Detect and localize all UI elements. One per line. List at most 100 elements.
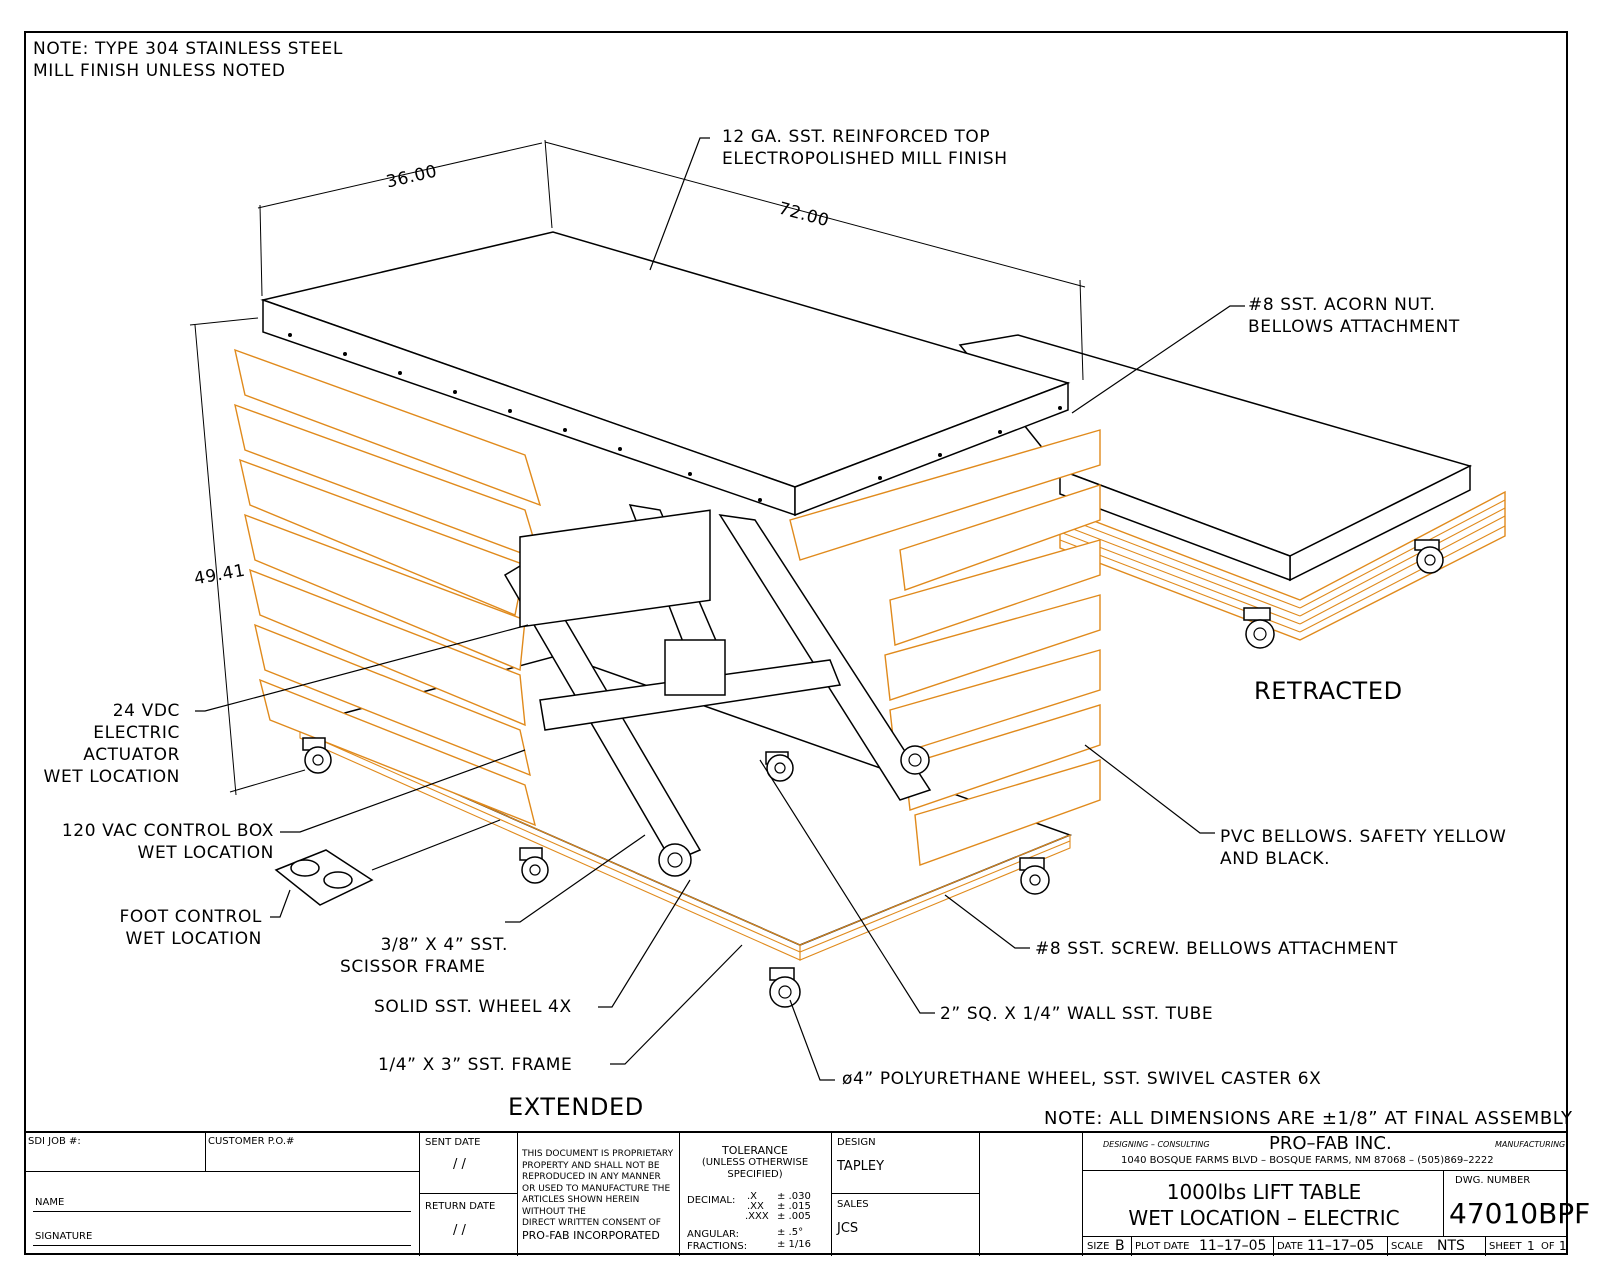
tb-tol-xx-val: ± .015 <box>777 1201 811 1212</box>
caster <box>769 967 801 1008</box>
tb-tolerance-sub1: (UNLESS OTHERWISE <box>701 1157 809 1168</box>
tb-job-cell: SDI JOB #: <box>25 1133 206 1172</box>
callout-acorn: #8 SST. ACORN NUT. BELLOWS ATTACHMENT <box>1248 294 1460 338</box>
retracted-caster <box>1414 539 1444 574</box>
tb-bottom-v3 <box>1387 1236 1388 1256</box>
callout-foot-line1: FOOT CONTROL <box>119 907 262 927</box>
tb-title-line2: WET LOCATION – ELECTRIC <box>1128 1206 1400 1230</box>
material-note-line1: NOTE: TYPE 304 STAINLESS STEEL <box>33 39 343 59</box>
tb-prop-line: PRO-FAB INCORPORATED <box>522 1228 660 1242</box>
callout-actuator-line4: WET LOCATION <box>43 767 180 787</box>
tb-prop-line: OR USED TO MANUFACTURE THE <box>522 1183 671 1194</box>
retracted-table <box>958 334 1506 649</box>
foot-control <box>274 819 501 906</box>
tb-signature-line <box>33 1245 411 1246</box>
title-block: SDI JOB #: CUSTOMER P.O.# NAME SIGNATURE… <box>25 1131 1590 1256</box>
dim-length: 72.00 <box>776 198 832 232</box>
tb-company-left: DESIGNING – CONSULTING <box>1103 1140 1210 1149</box>
dim-width: 36.00 <box>384 161 440 193</box>
callout-bellows: PVC BELLOWS. SAFETY YELLOW AND BLACK. <box>1220 826 1506 870</box>
tb-prop-line: ARTICLES SHOWN HEREIN WITHOUT THE <box>522 1195 640 1217</box>
tb-signature: SIGNATURE <box>35 1231 93 1242</box>
tb-sent-date: SENT DATE <box>425 1137 481 1148</box>
callout-caster: ø4” POLYURETHANE WHEEL, SST. SWIVEL CAST… <box>842 1069 1322 1089</box>
tb-tolerance: TOLERANCE (UNLESS OTHERWISE SPECIFIED) <box>681 1145 829 1181</box>
tb-scale-label: SCALE <box>1391 1241 1424 1252</box>
tb-company: PRO–FAB INC. <box>1269 1133 1392 1154</box>
tb-customer-po: CUSTOMER P.O.# <box>208 1136 295 1147</box>
callout-control-line1: 120 VAC CONTROL BOX <box>61 821 274 841</box>
tb-tol-xxx: .XXX <box>745 1211 769 1222</box>
dimension-lines <box>189 139 1086 796</box>
tb-prop-line: THIS DOCUMENT IS PROPRIETARY <box>522 1149 674 1159</box>
callout-scissor-line2: SCISSOR FRAME <box>340 957 486 977</box>
tb-decimal-label: DECIMAL: <box>687 1195 736 1206</box>
tb-tol-x-val: ± .030 <box>777 1191 811 1202</box>
tb-angular-val: ± .5° <box>777 1227 804 1238</box>
tb-prop-line: DIRECT WRITTEN CONSENT OF <box>522 1218 661 1228</box>
tb-design-divider <box>831 1193 979 1194</box>
tb-size-label: SIZE <box>1087 1241 1110 1252</box>
tb-sales-value: JCS <box>837 1221 859 1236</box>
tb-sheet-label: SHEET <box>1489 1241 1522 1252</box>
callout-top: 12 GA. SST. REINFORCED TOP ELECTROPOLISH… <box>722 126 1008 170</box>
tb-size-value: B <box>1115 1238 1125 1254</box>
tb-sales-label: SALES <box>837 1199 869 1210</box>
tb-fractions-val: ± 1/16 <box>777 1239 812 1250</box>
tb-name-line <box>33 1211 411 1212</box>
tb-bottom-v4 <box>1485 1236 1486 1256</box>
callout-scissor: 3/8” X 4” SST. SCISSOR FRAME <box>340 934 508 978</box>
tb-title: 1000lbs LIFT TABLE WET LOCATION – ELECTR… <box>1087 1179 1441 1231</box>
tb-tolerance-sub2: SPECIFIED) <box>727 1169 783 1180</box>
tb-address: 1040 BOSQUE FARMS BLVD – BOSQUE FARMS, N… <box>1121 1155 1494 1166</box>
tb-po-cell: CUSTOMER P.O.# <box>205 1133 420 1172</box>
callout-top-line2: ELECTROPOLISHED MILL FINISH <box>722 149 1008 169</box>
tb-date-divider <box>419 1193 517 1194</box>
callout-bellows-line2: AND BLACK. <box>1220 849 1331 869</box>
tb-prop-line: PROPERTY AND SHALL NOT BE <box>522 1160 660 1171</box>
callout-actuator-line2: ELECTRIC <box>93 723 180 743</box>
callout-screw: #8 SST. SCREW. BELLOWS ATTACHMENT <box>1035 939 1398 959</box>
callout-bellows-line1: PVC BELLOWS. SAFETY YELLOW <box>1220 827 1507 847</box>
tb-tol-xxx-val: ± .005 <box>777 1211 811 1222</box>
tb-of-label: OF <box>1541 1241 1555 1252</box>
tb-v4 <box>831 1133 832 1256</box>
tb-company-divider <box>1082 1170 1567 1171</box>
tb-company-right: MANUFACTURING <box>1495 1140 1566 1149</box>
retracted-caster <box>1243 607 1275 649</box>
extended-table <box>234 231 1101 1008</box>
tb-v1 <box>419 1133 420 1256</box>
callout-control-box: 120 VAC CONTROL BOX WET LOCATION <box>36 820 274 864</box>
caster <box>765 751 794 782</box>
bellows-right <box>789 429 1101 866</box>
tb-dwg-label: DWG. NUMBER <box>1455 1175 1531 1186</box>
leader-lines <box>195 137 1245 1081</box>
tb-return-date: RETURN DATE <box>425 1201 496 1212</box>
callout-top-line1: 12 GA. SST. REINFORCED TOP <box>722 127 991 147</box>
callout-frame: 1/4” X 3” SST. FRAME <box>378 1055 573 1075</box>
callout-foot-line2: WET LOCATION <box>125 929 262 949</box>
callout-actuator-line3: ACTUATOR <box>83 745 180 765</box>
tb-prop-line: REPRODUCED IN ANY MANNER <box>522 1172 661 1182</box>
dimension-note: NOTE: ALL DIMENSIONS ARE ±1/8” AT FINAL … <box>1044 1108 1573 1129</box>
tb-v3 <box>679 1133 680 1256</box>
bellows-left <box>234 348 542 827</box>
caster <box>519 847 549 884</box>
tb-scale-value: NTS <box>1437 1238 1465 1254</box>
tb-return-date-value: / / <box>453 1223 466 1238</box>
callout-tube: 2” SQ. X 1/4” WALL SST. TUBE <box>940 1004 1214 1024</box>
tb-tol-x: .X <box>747 1191 758 1202</box>
callout-acorn-line1: #8 SST. ACORN NUT. <box>1248 295 1436 315</box>
tb-v2 <box>517 1133 518 1256</box>
material-note: NOTE: TYPE 304 STAINLESS STEEL MILL FINI… <box>33 38 343 82</box>
tb-date-label: DATE <box>1277 1241 1304 1252</box>
tb-v6 <box>1082 1133 1083 1256</box>
tb-v7 <box>1443 1170 1444 1236</box>
callout-actuator: 24 VDC ELECTRIC ACTUATOR WET LOCATION <box>40 700 180 788</box>
tb-bottom-v1 <box>1131 1236 1132 1256</box>
tb-design-value: TAPLEY <box>837 1159 885 1174</box>
tb-title-line1: 1000lbs LIFT TABLE <box>1166 1180 1362 1204</box>
tb-design-label: DESIGN <box>837 1137 876 1148</box>
view-label-extended: EXTENDED <box>508 1093 644 1121</box>
